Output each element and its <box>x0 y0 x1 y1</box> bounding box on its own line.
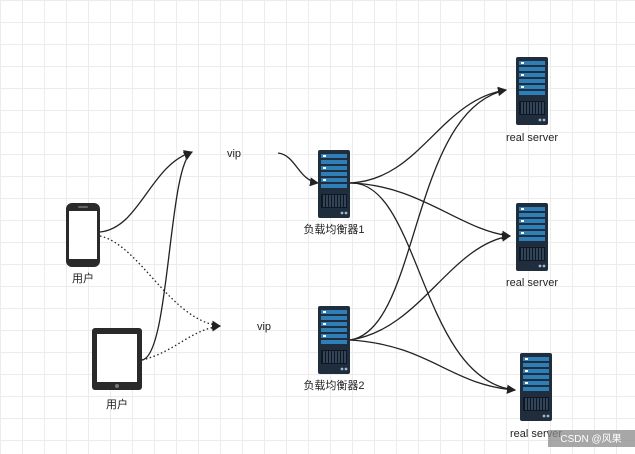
edge-tablet-vip-top <box>141 151 193 361</box>
user-phone-label: 用户 <box>72 271 94 285</box>
user-tablet-label: 用户 <box>106 397 128 411</box>
edge-lb2-rs3 <box>349 339 516 394</box>
tablet-icon <box>92 328 142 390</box>
phone-icon <box>66 203 100 267</box>
real-server-2-icon <box>516 203 548 271</box>
load-balancer-1-server-icon <box>318 150 350 218</box>
edge-lb1-rs2 <box>349 182 511 240</box>
edge-phone-vip-bottom <box>99 235 221 330</box>
real-server-1-icon <box>516 57 548 125</box>
rs1-label: real server <box>506 132 558 144</box>
edge-phone-vip-top <box>99 150 193 233</box>
vip-top-label: vip <box>227 148 241 160</box>
edge-lb2-rs1 <box>349 87 507 341</box>
rs2-label: real server <box>506 277 558 289</box>
edge-lb1-rs3 <box>349 182 516 394</box>
watermark: CSDN @风果 <box>560 433 621 445</box>
lb1-label: 负载均衡器1 <box>303 222 364 236</box>
edge-vip-lb1 <box>277 152 319 187</box>
edge-lb1-rs1 <box>349 86 507 184</box>
real-server-3-icon <box>520 353 552 421</box>
edge-lb2-rs2 <box>349 232 511 341</box>
vip-bottom-label: vip <box>257 321 271 333</box>
load-balancer-2-server-icon <box>318 306 350 374</box>
lb2-label: 负载均衡器2 <box>303 378 364 392</box>
watermark-bg <box>548 430 635 447</box>
edge-tablet-vip-bottom <box>141 322 221 361</box>
